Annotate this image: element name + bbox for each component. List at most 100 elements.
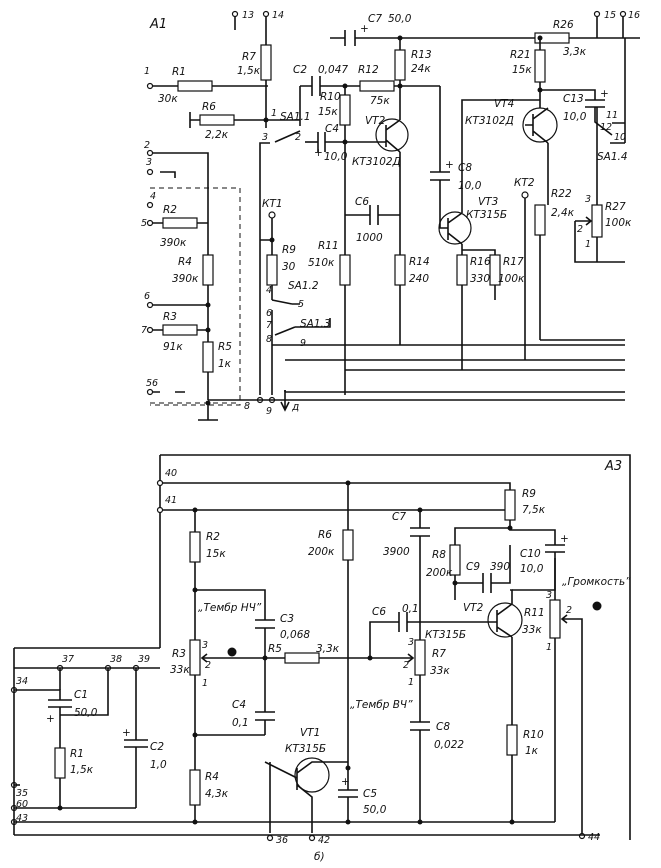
- a3-c5-plus: +: [341, 776, 350, 788]
- a1-r21-body: [534, 49, 546, 83]
- a3-c5-ref: C5: [363, 788, 377, 800]
- a3-terminal-41[interactable]: [156, 506, 164, 514]
- a3-r5: R5 3,3к: [268, 643, 340, 664]
- a1-r7-val: 1,5к: [237, 65, 261, 77]
- a1-terminal-13[interactable]: [231, 10, 239, 18]
- a1-terminal-4-label: 4: [150, 191, 156, 202]
- a1-r27-body: [591, 204, 603, 238]
- a1-kt2-point[interactable]: [521, 191, 529, 199]
- a1-kt1-point[interactable]: [268, 211, 276, 219]
- a3-r2-body: [189, 531, 201, 563]
- a3-terminal-42[interactable]: [308, 834, 316, 842]
- a1-r9-ref: R9: [282, 244, 296, 256]
- a1-c4-ref: C4: [325, 123, 339, 135]
- a1-block-label: A1: [149, 17, 167, 32]
- a3-r11-pin3: 3: [546, 590, 552, 601]
- a1-ground-symbol: [198, 403, 218, 421]
- a3-c9-plates: [482, 573, 492, 593]
- a3-r3[interactable]: R3 33к 3 2 1: [170, 639, 215, 689]
- a1-terminal-5[interactable]: [146, 219, 154, 227]
- a1-sa1-2[interactable]: SA1.2 4 5 6: [266, 280, 319, 319]
- a1-terminal-4[interactable]: [146, 201, 154, 209]
- a3-r10-body: [506, 724, 518, 756]
- a1-terminal-2-label: 2: [144, 140, 150, 151]
- a3-r1-body: [54, 747, 66, 779]
- a1-c4: + C4 10,0: [314, 123, 348, 163]
- a1-terminal-2[interactable]: [146, 149, 154, 157]
- a1-r1-ref: R1: [172, 66, 186, 78]
- a1-terminal-16-label: 16: [628, 10, 640, 21]
- a1-terminal-7-label: 7: [141, 325, 147, 336]
- a3-vt1-body: [294, 757, 330, 793]
- a1-wire: [153, 152, 209, 205]
- a3-r7-pin2: 2: [403, 660, 409, 671]
- a1-supply-terminals: 13 14 15 16: [231, 10, 640, 21]
- a3-r4-ref: R4: [205, 771, 219, 783]
- a1-r7-body: [260, 44, 272, 81]
- a1-r1-body: [177, 80, 213, 92]
- a1-kt2: КТ2: [514, 177, 535, 360]
- a1-r3-ref: R3: [163, 311, 177, 323]
- a1-sa1-2-blade: [271, 299, 300, 305]
- a1-c13-ref: C13: [563, 93, 584, 105]
- a1-terminal-56[interactable]: [146, 388, 154, 396]
- a3-r9-body: [504, 489, 516, 521]
- a1-vt4: VT4 КТ3102Д: [465, 98, 558, 144]
- a1-terminal-6[interactable]: [146, 301, 154, 309]
- a1-terminal-15[interactable]: [593, 10, 601, 18]
- a1-r27-val: 100к: [605, 217, 632, 229]
- a1-r12-body: [359, 80, 395, 92]
- a1-c2: C2 0,047: [293, 64, 348, 96]
- a1-c4-plus: +: [314, 147, 323, 159]
- a3-junction: [345, 819, 351, 825]
- a1-sa1-4[interactable]: SA1.4 12 11 10: [597, 110, 628, 163]
- a1-sa1-3[interactable]: SA1.3 7 8 9: [266, 318, 345, 349]
- a1-sa1-1[interactable]: SA1.1 3 2: [262, 111, 311, 143]
- a3-c8-ref: C8: [436, 721, 450, 733]
- a3-c2-ref: C2: [150, 741, 164, 753]
- a3-terminal-40[interactable]: [156, 479, 164, 487]
- a3-wire: [369, 621, 480, 658]
- a3-r3-ref: R3: [172, 648, 186, 660]
- a3-c10-plates: [545, 544, 565, 553]
- a3-r7-body: [414, 639, 426, 676]
- a1-sa1-2-pin6: 6: [266, 308, 272, 319]
- a3-r7-pin3: 3: [408, 637, 414, 648]
- a3-terminal-40-label: 40: [165, 468, 177, 479]
- a1-r3: R3 91к: [162, 311, 198, 353]
- a1-r13: R13 24к: [394, 49, 432, 81]
- a1-sa1-3-blade: [274, 318, 331, 336]
- a3-r11[interactable]: R11 33к 3 2 1: [522, 590, 575, 653]
- a1-r16-body: [456, 254, 468, 286]
- a1-terminal-3[interactable]: [146, 168, 154, 176]
- a3-r6: R6 200к: [308, 529, 354, 561]
- a3-c9-ref: C9: [466, 561, 480, 573]
- a1-r4-ref: R4: [178, 256, 192, 268]
- a1-sa1-4-pin10: 10: [614, 132, 626, 143]
- a3-c1-plus: +: [46, 713, 55, 725]
- a1-c13-plates: [585, 99, 605, 108]
- a1-terminal-9-label: 9: [266, 406, 272, 417]
- a1-terminal-16[interactable]: [619, 10, 627, 18]
- a1-c2-plates: [311, 76, 321, 96]
- a1-terminal-14[interactable]: [262, 10, 270, 18]
- a1-junction: [397, 83, 403, 89]
- a3-r5-val: 3,3к: [316, 643, 340, 655]
- a3-terminal-36[interactable]: [266, 834, 274, 842]
- a1-r27[interactable]: R27 100к 3 2 1: [575, 194, 632, 250]
- a3-wire: [14, 689, 61, 700]
- a1-sa1-3-pin9: 9: [300, 338, 306, 349]
- a1-r16: R16 330: [456, 254, 491, 286]
- a1-terminal-7[interactable]: [146, 326, 154, 334]
- a3-r1: R1 1,5к: [54, 747, 94, 779]
- a3-junction: [262, 655, 268, 661]
- a1-r26-val: 3,3к: [563, 46, 587, 58]
- a1-sa1-4-contacts: [610, 122, 625, 144]
- a3-r7[interactable]: R7 33к 3 2 1: [400, 637, 450, 688]
- a3-c10-ref: C10: [520, 548, 541, 560]
- a1-terminal-1[interactable]: [146, 82, 154, 90]
- a1-r1: R1 30к: [158, 66, 213, 105]
- a3-c5-val: 50,0: [363, 804, 387, 816]
- a1-r9: R9 30: [266, 244, 296, 286]
- a1-r2-ref: R2: [163, 204, 177, 216]
